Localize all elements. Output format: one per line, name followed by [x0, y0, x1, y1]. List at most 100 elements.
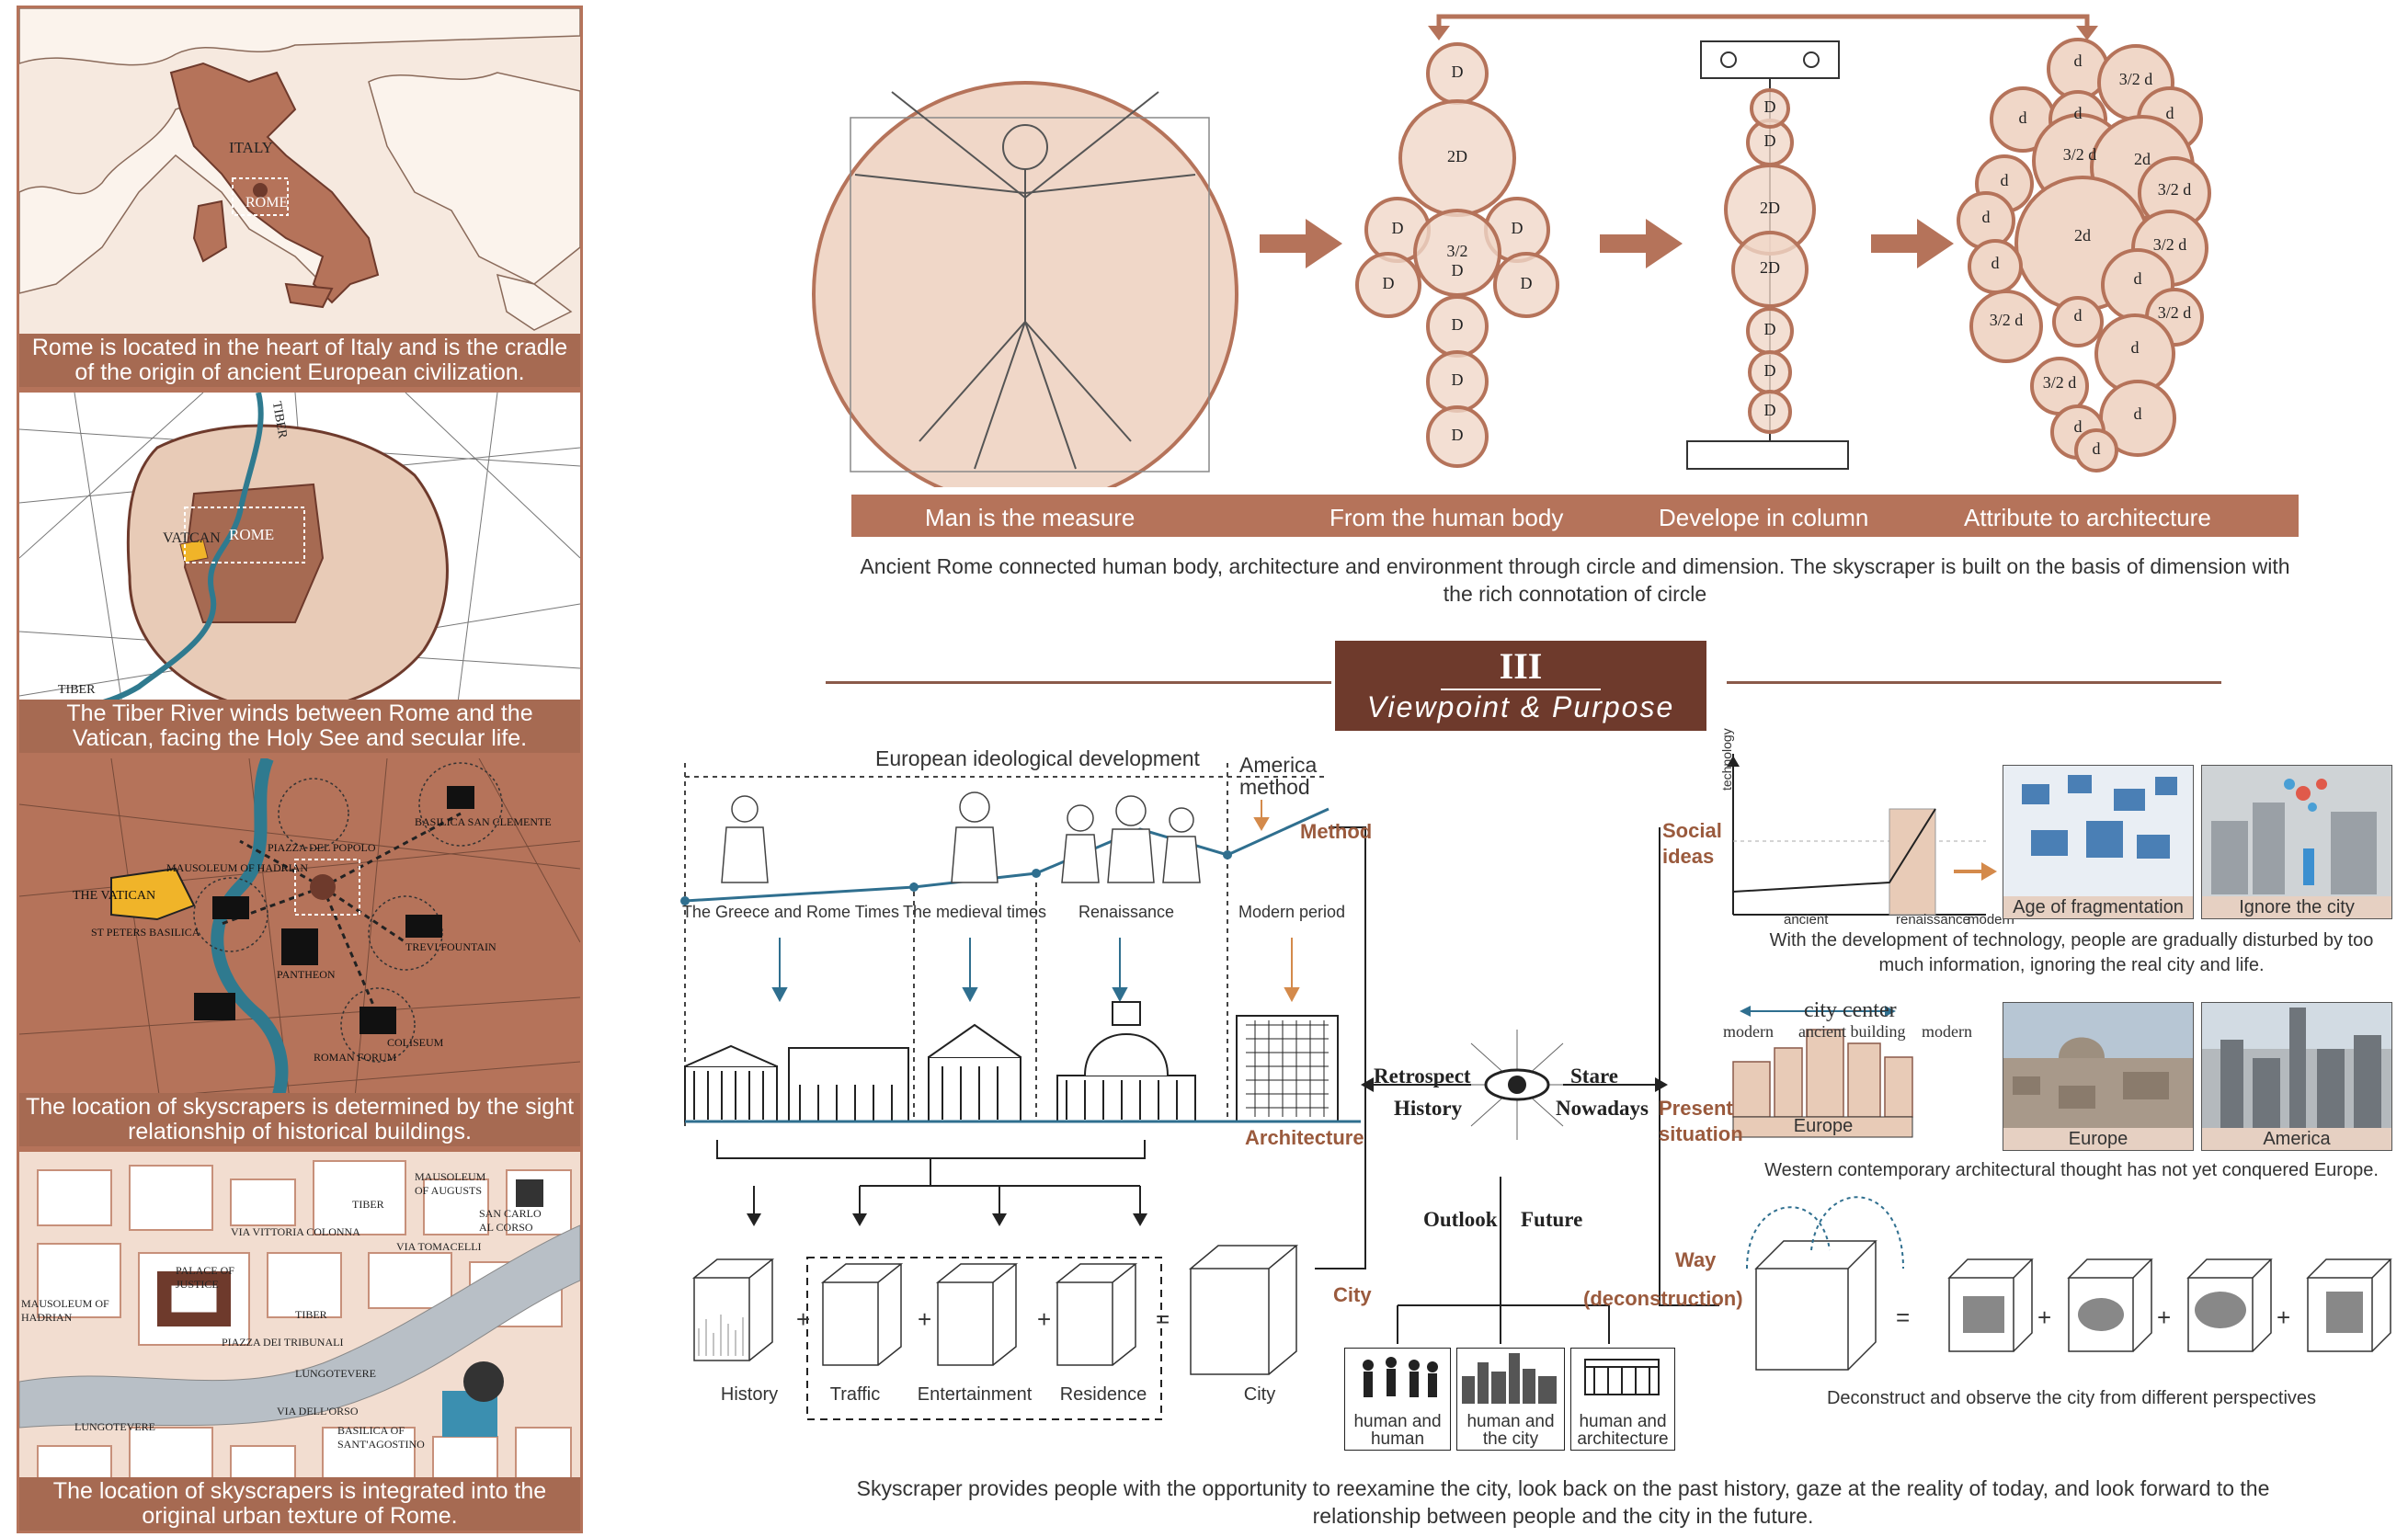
method-label: Method [1300, 820, 1373, 843]
map-label: THE VATICAN [73, 889, 156, 903]
social-caption: With the development of technology, peop… [1769, 930, 2374, 975]
map-label: ROMAN FORUM [314, 1051, 397, 1064]
period-label: The Greece and Rome Times [681, 903, 900, 921]
urban-texture-map [19, 1160, 580, 1502]
body-dimension-label: D [1451, 63, 1464, 81]
section-numeral: III [1499, 645, 1543, 687]
map-panel-italy: ITALY ROME Rome is located in the heart … [17, 6, 583, 390]
label-architecture: Attribute to architecture [1964, 504, 2211, 531]
ignore-city-image [2211, 779, 2377, 894]
graph-y-label: technology [1719, 728, 1734, 791]
sightline-map [19, 758, 580, 1146]
map-label: PALACE OF JUSTICE [176, 1264, 234, 1291]
architecture-dimension-label: 3/2 d [1989, 311, 2024, 329]
present-caption: Western contemporary architectural thoug… [1764, 1160, 2379, 1180]
outlook-box: human and the city [1456, 1348, 1565, 1451]
column-dimension-label: 2D [1760, 199, 1780, 217]
label-human-body: From the human body [1330, 504, 1564, 531]
photo-caption: America [2202, 1128, 2391, 1150]
way-caption: Deconstruct and observe the city from di… [1826, 1388, 2317, 1408]
map-caption: The Tiber River winds between Rome and t… [19, 700, 580, 753]
rome-photo [2003, 1003, 2193, 1128]
section-rule [1441, 689, 1601, 690]
outlook-box-label: human and the city [1466, 1412, 1555, 1449]
map-label: LUNGOTEVERE [295, 1367, 376, 1380]
map-label: VATCAN [163, 530, 221, 546]
label-man-measure: Man is the measure [925, 504, 1136, 531]
timeline-header: European ideological development [875, 746, 1200, 770]
architecture-dimension-label: 3/2 d [2157, 303, 2192, 322]
building-icon [1584, 1359, 1660, 1395]
outlook-box-label: human and human [1353, 1412, 1442, 1449]
column-dimension-label: D [1763, 361, 1776, 380]
body-dimension-label: D [1382, 274, 1395, 292]
map-label: TREVI FOUNTAIN [405, 940, 496, 953]
body-dimension-label: 2D [1447, 147, 1467, 165]
cube-label: City [1243, 1384, 1276, 1405]
top-caption: Ancient Rome connected human body, archi… [860, 554, 2290, 606]
architecture-dimension-label: d [2000, 171, 2009, 189]
map-label: ST PETERS BASILICA [91, 926, 200, 939]
architecture-dimension-label: d [1981, 208, 1991, 226]
op-plus: + [2157, 1304, 2172, 1331]
present-situation-label: Present situation [1659, 1097, 1743, 1145]
people-icon [1363, 1357, 1438, 1397]
cube-label: Residence [1059, 1384, 1147, 1405]
architecture-dimension-label: 3/2 d [2062, 145, 2097, 164]
nowadays-label: Nowadays [1556, 1097, 1649, 1120]
architecture-dimension-label: d [2130, 338, 2140, 357]
architecture-dimension-label: d [2073, 104, 2083, 122]
cube-set [691, 1245, 1299, 1375]
history-label: History [1394, 1097, 1463, 1120]
map-label: MAUSOLEUM OF HADRIAN [166, 861, 309, 874]
map-label: ROME [245, 195, 289, 211]
architecture-dimension-label: 3/2 d [2118, 70, 2153, 88]
period-label: Modern period [1238, 903, 1346, 921]
map-label: SAN CARLO AL CORSO [479, 1207, 542, 1234]
architecture-dimension-label: d [2133, 269, 2142, 288]
photo-america: America [2201, 1002, 2392, 1151]
future-label: Future [1521, 1208, 1583, 1231]
skyline-icon [1462, 1353, 1557, 1404]
column-dimension-label: D [1763, 320, 1776, 338]
architecture-dimension-label: d [2073, 51, 2083, 70]
architecture-dimension-label: 3/2 d [2157, 180, 2192, 199]
period-label: Renaissance [1078, 903, 1175, 921]
op-plus: + [796, 1305, 811, 1333]
architecture-label: Architecture [1245, 1126, 1364, 1149]
outlook-label: Outlook [1423, 1208, 1498, 1231]
stare-label: Stare [1570, 1065, 1618, 1087]
op-plus: + [2037, 1304, 2052, 1331]
map-label: ITALY [229, 139, 273, 156]
city-center-label: city center [1804, 998, 1897, 1022]
map-label: PIAZZA DEL POPOLO [268, 841, 376, 854]
architecture-dimension-label: d [2018, 108, 2027, 127]
architecture-dimension-label: 3/2 d [2152, 235, 2187, 254]
label-column: Develope in column [1659, 504, 1869, 531]
top-label-bar: Man is the measure From the human body D… [851, 495, 2299, 537]
photo-ignore-city: Ignore the city [2201, 765, 2392, 919]
op-plus: + [2277, 1304, 2291, 1331]
map-label: VIA VITTORIA COLONNA [231, 1225, 360, 1238]
photo-caption: Ignore the city [2202, 896, 2391, 918]
map-label: MAUSOLEUM OF AUGUSTS [415, 1170, 486, 1197]
body-dimension-label: D [1511, 219, 1524, 237]
map-label: ROME [229, 526, 275, 543]
divider-left [826, 681, 1331, 684]
architecture-dimension-label: 2d [2134, 150, 2151, 168]
retrospect-label: Retrospect [1374, 1065, 1471, 1087]
social-ideas-label: Social ideas [1662, 819, 1722, 868]
way-label: Way [1675, 1248, 1717, 1271]
map-label: VIA TOMACELLI [396, 1240, 482, 1253]
bottom-caption: Skyscraper provides people with the oppo… [856, 1476, 2270, 1528]
section-title: Viewpoint & Purpose [1366, 690, 1675, 723]
period-label: The medieval times [902, 903, 1047, 921]
body-dimension-label: D [1451, 426, 1464, 444]
map-label: MAUSOLEUM OF HADRIAN [21, 1297, 109, 1324]
op-plus: + [918, 1305, 932, 1333]
modern-right-label: modern [1922, 1022, 1972, 1041]
map-label: COLISEUM [387, 1036, 444, 1049]
divider-right [1727, 681, 2221, 684]
timeline-diagram [680, 763, 1610, 1420]
map-caption: The location of skyscrapers is determine… [19, 1093, 580, 1146]
